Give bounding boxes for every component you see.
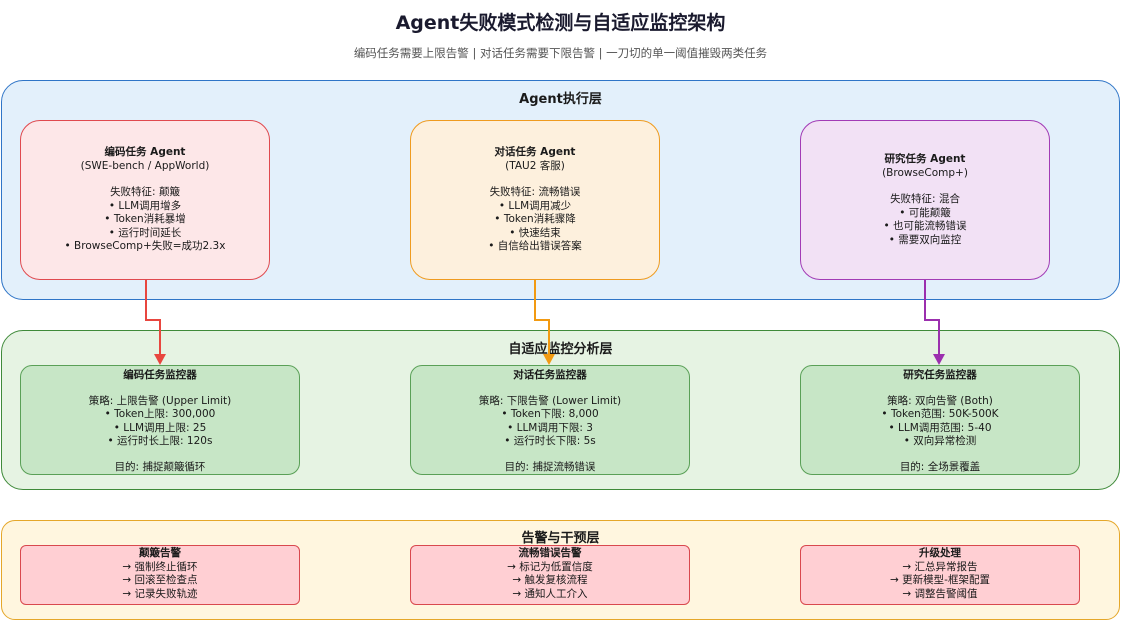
thrash-alert-action: → 记录失败轨迹 bbox=[122, 587, 198, 600]
research-agent-bullet: • 可能颠簸 bbox=[899, 206, 951, 219]
research-agent-card: 研究任务 Agent (BrowseComp+) 失败特征: 混合 • 可能颠簸… bbox=[800, 120, 1050, 280]
escalation-card: 升级处理 → 汇总异常报告 → 更新模型-框架配置 → 调整告警阈值 bbox=[800, 545, 1080, 605]
coding-agent-bullet: • Token消耗暴增 bbox=[104, 213, 186, 226]
research-connector-arrow bbox=[924, 280, 945, 365]
dialog-monitor-bullet: • LLM调用下限: 3 bbox=[507, 421, 593, 434]
research-agent-feature: 失败特征: 混合 bbox=[890, 193, 960, 205]
dialog-monitor-card: 对话任务监控器 策略: 下限告警 (Lower Limit) • Token下限… bbox=[410, 365, 690, 475]
fluent-error-alert-action: → 通知人工介入 bbox=[512, 587, 588, 600]
fluent-error-alert-action: → 标记为低置信度 bbox=[507, 560, 593, 573]
dialog-agent-bullet: • 快速结束 bbox=[509, 226, 561, 239]
coding-monitor-bullet: • LLM调用上限: 25 bbox=[113, 421, 207, 434]
research-monitor-bullet: • LLM调用范围: 5-40 bbox=[888, 421, 992, 434]
dialog-agent-title: 对话任务 Agent bbox=[494, 146, 576, 159]
dialog-agent-subtitle: (TAU2 客服) bbox=[505, 159, 565, 172]
thrash-alert-title: 颠簸告警 bbox=[139, 547, 181, 559]
page-title: Agent失败模式检测与自适应监控架构 bbox=[395, 12, 726, 34]
fluent-error-alert-action: → 触发复核流程 bbox=[512, 574, 588, 586]
coding-agent-feature: 失败特征: 颠簸 bbox=[110, 186, 180, 199]
alerting-layer-title: 告警与干预层 bbox=[521, 531, 600, 546]
escalation-title: 升级处理 bbox=[919, 547, 961, 559]
fluent-error-alert-title: 流畅错误告警 bbox=[518, 547, 582, 559]
dialog-monitor-bullet: • Token下限: 8,000 bbox=[501, 408, 599, 420]
coding-monitor-purpose: 目的: 捕捉颠簸循环 bbox=[114, 460, 206, 473]
dialog-monitor-title: 对话任务监控器 bbox=[513, 369, 587, 381]
thrash-alert-action: → 强制终止循环 bbox=[122, 560, 198, 573]
execution-layer-title: Agent执行层 bbox=[519, 92, 602, 107]
dialog-agent-card: 对话任务 Agent (TAU2 客服) 失败特征: 流畅错误 • LLM调用减… bbox=[410, 120, 660, 280]
coding-agent-bullet: • 运行时间延长 bbox=[108, 226, 182, 239]
escalation-action: → 调整告警阈值 bbox=[902, 587, 978, 600]
dialog-monitor-strategy: 策略: 下限告警 (Lower Limit) bbox=[478, 394, 622, 407]
coding-connector-arrow bbox=[145, 280, 166, 365]
escalation-action: → 汇总异常报告 bbox=[902, 560, 978, 573]
coding-agent-card: 编码任务 Agent (SWE-bench / AppWorld) 失败特征: … bbox=[20, 120, 270, 280]
dialog-agent-bullet: • Token消耗骤降 bbox=[494, 213, 576, 226]
research-agent-bullet: • 需要双向监控 bbox=[888, 233, 962, 246]
coding-monitor-strategy: 策略: 上限告警 (Upper Limit) bbox=[88, 394, 232, 407]
research-agent-title: 研究任务 Agent bbox=[884, 153, 966, 165]
research-monitor-purpose: 目的: 全场景覆盖 bbox=[899, 460, 981, 473]
dialog-monitor-purpose: 目的: 捕捉流畅错误 bbox=[504, 460, 596, 473]
dialog-agent-feature: 失败特征: 流畅错误 bbox=[489, 186, 581, 199]
monitoring-layer-title: 自适应监控分析层 bbox=[508, 342, 613, 357]
coding-agent-bullet: • BrowseComp+失败=成功2.3x bbox=[64, 240, 226, 253]
research-monitor-bullet: • 双向异常检测 bbox=[903, 435, 977, 447]
page-subtitle: 编码任务需要上限告警 | 对话任务需要下限告警 | 一刀切的单一阈值摧毁两类任务 bbox=[353, 46, 768, 60]
research-monitor-bullet: • Token范围: 50K-500K bbox=[881, 408, 999, 420]
coding-monitor-bullet: • 运行时长上限: 120s bbox=[107, 435, 213, 447]
research-monitor-card: 研究任务监控器 策略: 双向告警 (Both) • Token范围: 50K-5… bbox=[800, 365, 1080, 475]
coding-monitor-title: 编码任务监控器 bbox=[123, 369, 197, 381]
coding-monitor-card: 编码任务监控器 策略: 上限告警 (Upper Limit) • Token上限… bbox=[20, 365, 300, 475]
research-monitor-title: 研究任务监控器 bbox=[903, 369, 977, 381]
escalation-action: → 更新模型-框架配置 bbox=[890, 574, 990, 586]
thrash-alert-card: 颠簸告警 → 强制终止循环 → 回滚至检查点 → 记录失败轨迹 bbox=[20, 545, 300, 605]
coding-agent-title: 编码任务 Agent bbox=[104, 146, 186, 159]
coding-monitor-bullet: • Token上限: 300,000 bbox=[104, 408, 216, 420]
dialog-monitor-bullet: • 运行时长下限: 5s bbox=[504, 435, 596, 447]
research-monitor-strategy: 策略: 双向告警 (Both) bbox=[887, 394, 993, 407]
research-agent-bullet: • 也可能流畅错误 bbox=[883, 220, 967, 232]
thrash-alert-action: → 回滚至检查点 bbox=[122, 574, 198, 586]
dialog-agent-bullet: • 自信给出错误答案 bbox=[488, 240, 582, 253]
coding-agent-subtitle: (SWE-bench / AppWorld) bbox=[80, 159, 210, 172]
coding-agent-bullet: • LLM调用增多 bbox=[108, 199, 182, 212]
dialog-connector-arrow bbox=[534, 280, 555, 365]
research-agent-subtitle: (BrowseComp+) bbox=[882, 166, 968, 179]
dialog-agent-bullet: • LLM调用减少 bbox=[498, 199, 572, 212]
fluent-error-alert-card: 流畅错误告警 → 标记为低置信度 → 触发复核流程 → 通知人工介入 bbox=[410, 545, 690, 605]
